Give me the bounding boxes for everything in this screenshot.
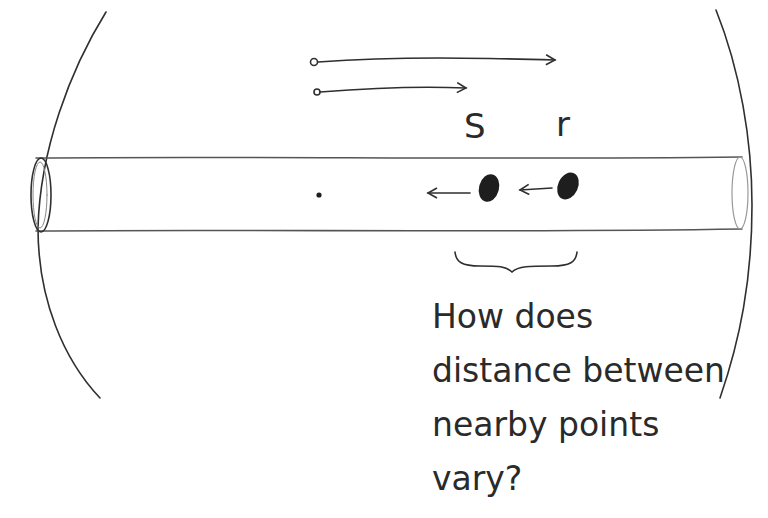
point-label: r bbox=[556, 104, 570, 144]
tube-end-left bbox=[31, 158, 51, 232]
arrow-origin bbox=[311, 59, 318, 66]
tube-top bbox=[36, 157, 742, 158]
point-r bbox=[553, 169, 583, 203]
short-arrow bbox=[320, 87, 466, 92]
point-label: S bbox=[464, 106, 486, 146]
right-arc bbox=[716, 10, 752, 398]
left-arrow bbox=[428, 192, 470, 194]
tube-end-left-inner bbox=[33, 162, 47, 228]
arrow-origin bbox=[314, 89, 320, 95]
left-arc bbox=[38, 12, 106, 398]
left-arrow bbox=[520, 188, 552, 190]
tube-bottom bbox=[36, 229, 742, 231]
point bbox=[316, 192, 321, 197]
point-s bbox=[476, 172, 503, 204]
question-note: How does distance between nearby points … bbox=[432, 290, 732, 506]
long-arrow bbox=[318, 58, 555, 62]
tube-end-right bbox=[732, 157, 748, 229]
brace bbox=[455, 252, 577, 272]
